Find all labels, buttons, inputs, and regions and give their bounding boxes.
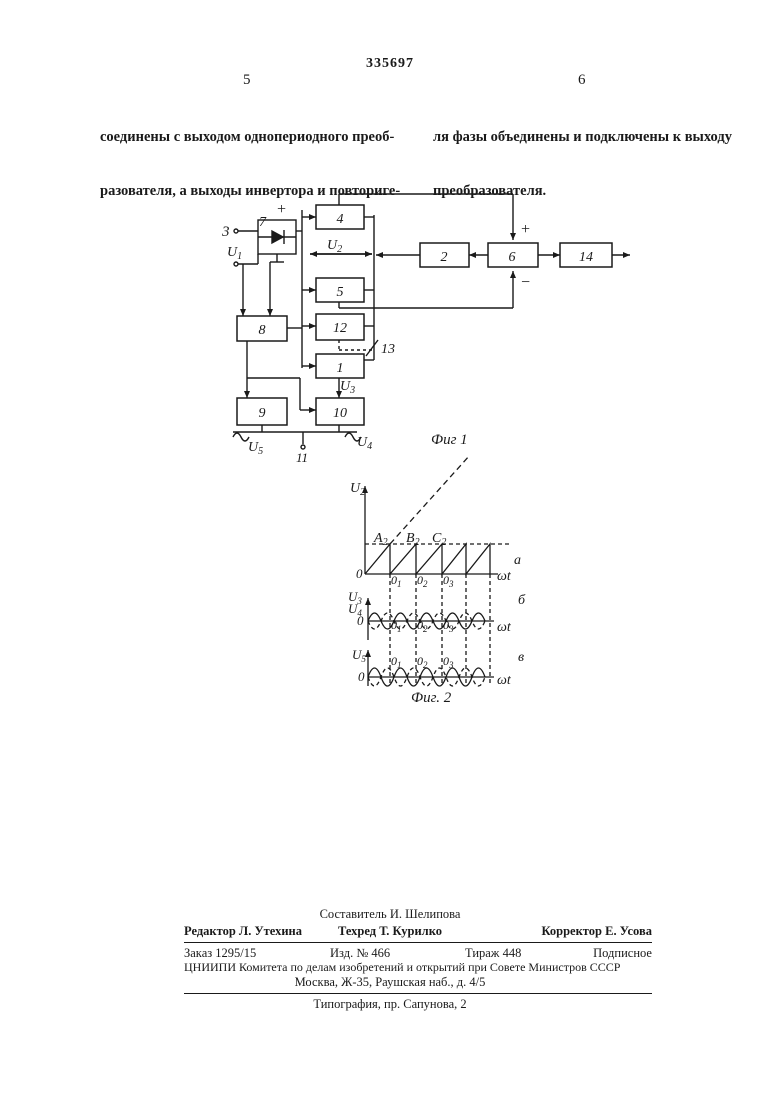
letter-b: б [518,593,526,608]
u2-label: U2 [327,238,342,255]
imprint-rule [184,942,652,943]
block-label: 5 [337,285,344,300]
u2-axis-label: U2 [350,481,365,498]
org-line-1: ЦНИИПИ Комитета по делам изобретений и о… [184,960,652,975]
terminal-11-label: 11 [296,450,308,465]
plus-6-label: + [520,221,531,238]
tick-o3: 03 [443,573,454,589]
u4-label: U4 [357,435,372,452]
techred-line: Техред Т. Курилко [0,924,780,939]
block-label: 14 [579,250,593,265]
tick-o1: 01 [391,654,402,670]
block-5: 5 [316,278,364,302]
point-b2: B2 [406,531,420,548]
block-label: 8 [259,323,266,338]
block-label: 9 [259,406,266,421]
u5-axis-label: U5 [352,647,366,664]
corrector-line: Корректор Е. Усова [541,924,652,939]
fig2-labels: U2 A2 B2 C2 0 01 02 03 ωt а U3 U4 0 01 0… [348,481,526,706]
tick-o3: 03 [443,654,454,670]
order-line: Заказ 1295/15 [184,946,256,961]
block-label: 1 [337,361,344,376]
block-4: 4 [316,205,364,229]
zero-a: 0 [356,566,363,581]
compiler-line: Составитель И. Шелипова [0,907,780,922]
point-c2: C2 [432,531,446,548]
x-label-b: ωt [497,620,512,635]
block-label: 12 [333,321,347,336]
rectifier-7-label: 7 [259,215,267,230]
block-10: 10 [316,398,364,425]
block-label: 6 [509,250,516,265]
u5-label: U5 [248,440,263,457]
u1-label: U1 [227,245,242,262]
terminal-3-label: 3 [221,224,230,240]
block-14: 14 [560,243,612,267]
fig2-timing-diagrams [365,455,512,686]
block-8: 8 [237,316,287,341]
point-a2: A2 [373,531,388,548]
tick-o2: 02 [417,573,428,589]
zero-c: 0 [358,669,365,684]
fig1-caption: Фиг 1 [431,432,468,448]
x-label-c: ωt [497,673,512,688]
u3-label: U3 [340,379,355,396]
imprint-rule-2 [184,993,652,994]
block-2: 2 [420,243,469,267]
circulation-line: Тираж 448 [465,946,521,961]
subscription-line: Подписное [593,946,652,961]
tick-o2: 02 [417,654,428,670]
org-line-2: Москва, Ж-35, Раушская наб., д. 4/5 [0,975,780,990]
letter-c: в [518,650,524,665]
fig1-block-diagram [233,194,630,449]
block-1: 1 [316,354,364,378]
block-6: 6 [488,243,538,267]
edition-line: Изд. № 466 [330,946,390,961]
block-label: 4 [337,212,344,227]
fig2-caption: Фиг. 2 [411,690,452,706]
tick-o1: 01 [391,573,402,589]
printing-line: Типография, пр. Сапунова, 2 [0,997,780,1012]
block-label: 10 [333,406,347,421]
block-label: 2 [441,250,448,265]
x-label-a: ωt [497,569,512,584]
plus-label: + [276,201,287,218]
minus-6-label: − [520,274,531,291]
block-12: 12 [316,314,364,340]
zero-b: 0 [357,613,364,628]
block-9: 9 [237,398,287,425]
switch-13-label: 13 [381,342,395,357]
letter-a: а [514,553,521,568]
